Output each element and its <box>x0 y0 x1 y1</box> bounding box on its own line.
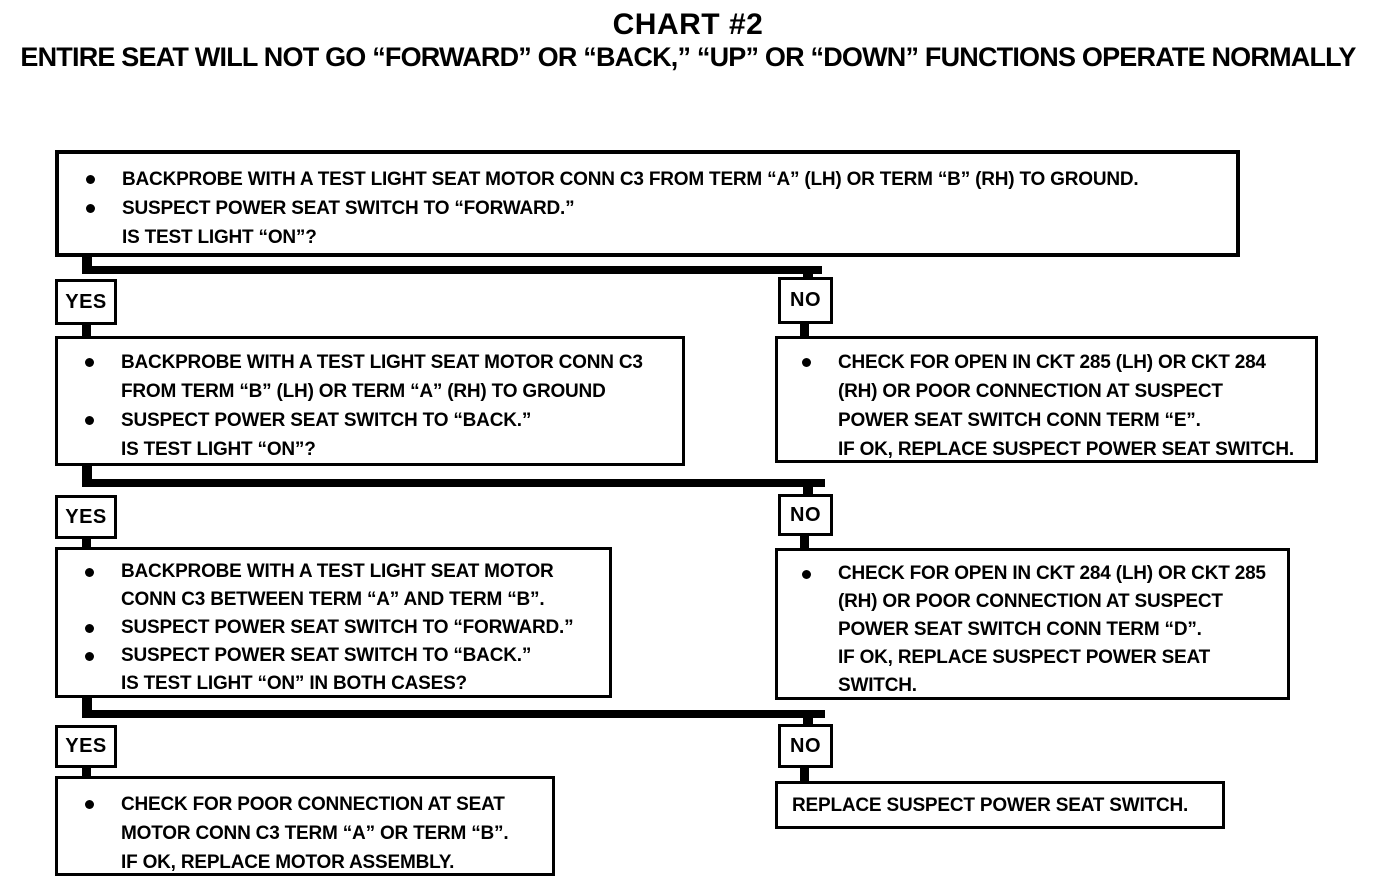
box-text-line: POWER SEAT SWITCH CONN TERM “D”. <box>838 619 1202 640</box>
no-3-down-stub <box>800 768 809 782</box>
chart-subtitle: ENTIRE SEAT WILL NOT GO “FORWARD” OR “BA… <box>20 42 1356 72</box>
box-text-line: IF OK, REPLACE SUSPECT POWER SEAT SWITCH… <box>838 439 1294 460</box>
connector-2-left-stub <box>82 464 92 483</box>
box-text-line: IF OK, REPLACE MOTOR ASSEMBLY. <box>121 852 455 873</box>
connector-1-left-stub <box>82 255 92 270</box>
bullet-item: SUSPECT POWER SEAT SWITCH TO “BACK.” IS … <box>85 642 601 698</box>
no-2-down-stub <box>800 536 809 550</box>
box-text-line: CHECK FOR OPEN IN CKT 284 (LH) OR CKT 28… <box>838 563 1266 584</box>
box-text-line: MOTOR CONN C3 TERM “A” OR TERM “B”. <box>121 823 509 844</box>
bullet-icon <box>85 652 94 661</box>
box-text-line: BACKPROBE WITH A TEST LIGHT SEAT MOTOR C… <box>121 352 643 373</box>
box-text-line: SUSPECT POWER SEAT SWITCH TO “BACK.” <box>121 645 532 666</box>
connector-2-right-stub <box>803 485 813 494</box>
no-text: NO <box>790 734 821 757</box>
box-text-line: IS TEST LIGHT “ON”? <box>121 439 316 460</box>
bullet-item: BACKPROBE WITH A TEST LIGHT SEAT MOTOR C… <box>85 558 601 614</box>
box-text-line: BACKPROBE WITH A TEST LIGHT SEAT MOTOR C… <box>122 169 1139 190</box>
bullet-item: CHECK FOR OPEN IN CKT 284 (LH) OR CKT 28… <box>802 560 1279 700</box>
bullet-icon <box>85 568 94 577</box>
box-text-line: CONN C3 BETWEEN TERM “A” AND TERM “B”. <box>121 589 545 610</box>
decision-box-1: BACKPROBE WITH A TEST LIGHT SEAT MOTOR C… <box>55 150 1240 257</box>
connector-3-bar <box>82 710 825 718</box>
connector-2-bar <box>82 479 825 487</box>
yes-label-3: YES <box>55 725 117 768</box>
bullet-icon <box>85 624 94 633</box>
no-label-1: NO <box>778 277 833 324</box>
yes-text: YES <box>65 290 107 313</box>
bullet-icon <box>85 416 94 425</box>
bullet-item: BACKPROBE WITH A TEST LIGHT SEAT MOTOR C… <box>85 348 672 406</box>
connector-1-bar <box>82 266 822 274</box>
connector-3-left-stub <box>82 696 92 715</box>
yes-1-down-stub <box>82 325 91 337</box>
box-text-line: IF OK, REPLACE SUSPECT POWER SEAT <box>838 647 1211 668</box>
decision-box-2: BACKPROBE WITH A TEST LIGHT SEAT MOTOR C… <box>55 336 685 466</box>
bullet-icon <box>86 204 95 213</box>
box-text-line: FROM TERM “B” (LH) OR TERM “A” (RH) TO G… <box>121 381 606 402</box>
no-label-2: NO <box>778 494 833 536</box>
no-text: NO <box>790 289 821 311</box>
action-box-open-ckt-285: CHECK FOR OPEN IN CKT 285 (LH) OR CKT 28… <box>775 336 1318 463</box>
bullet-icon <box>85 358 94 367</box>
box-text-line: (RH) OR POOR CONNECTION AT SUSPECT <box>838 381 1223 402</box>
yes-text: YES <box>65 505 107 528</box>
bullet-item: SUSPECT POWER SEAT SWITCH TO “FORWARD.” … <box>86 194 1222 252</box>
box-text-line: SUSPECT POWER SEAT SWITCH TO “FORWARD.” <box>121 617 574 638</box>
no-text: NO <box>790 503 821 526</box>
box-text-line: POWER SEAT SWITCH CONN TERM “E”. <box>838 410 1201 431</box>
box-text-line: SUSPECT POWER SEAT SWITCH TO “BACK.” <box>121 410 532 431</box>
bullet-icon <box>802 570 811 579</box>
action-box-open-ckt-284: CHECK FOR OPEN IN CKT 284 (LH) OR CKT 28… <box>775 548 1290 700</box>
box-text-line: CHECK FOR OPEN IN CKT 285 (LH) OR CKT 28… <box>838 352 1266 373</box>
bullet-icon <box>86 175 95 184</box>
box-text-line: (RH) OR POOR CONNECTION AT SUSPECT <box>838 591 1223 612</box>
yes-label-2: YES <box>55 495 117 539</box>
box-text-line: REPLACE SUSPECT POWER SEAT SWITCH. <box>792 794 1189 816</box>
connector-3-right-stub <box>803 716 813 725</box>
no-label-3: NO <box>778 724 833 768</box>
action-box-replace-switch: REPLACE SUSPECT POWER SEAT SWITCH. <box>775 781 1225 829</box>
box-text-line: CHECK FOR POOR CONNECTION AT SEAT <box>121 794 505 815</box>
bullet-icon <box>802 358 811 367</box>
no-1-down-stub <box>800 324 809 337</box>
bullet-item: CHECK FOR POOR CONNECTION AT SEAT MOTOR … <box>85 790 544 877</box>
bullet-item: SUSPECT POWER SEAT SWITCH TO “FORWARD.” <box>85 614 601 642</box>
bullet-item: SUSPECT POWER SEAT SWITCH TO “BACK.” IS … <box>85 406 672 464</box>
box-text-line: BACKPROBE WITH A TEST LIGHT SEAT MOTOR <box>121 561 554 582</box>
yes-3-down-stub <box>82 768 91 777</box>
bullet-icon <box>85 800 94 809</box>
box-text-line: SWITCH. <box>838 675 917 696</box>
box-text-line: IS TEST LIGHT “ON” IN BOTH CASES? <box>121 673 467 694</box>
box-text-line: IS TEST LIGHT “ON”? <box>122 227 317 248</box>
yes-2-down-stub <box>82 539 91 549</box>
chart-title: CHART #2 <box>612 8 764 41</box>
connector-1-right-stub <box>803 272 813 280</box>
decision-box-3: BACKPROBE WITH A TEST LIGHT SEAT MOTOR C… <box>55 547 612 698</box>
bullet-item: CHECK FOR OPEN IN CKT 285 (LH) OR CKT 28… <box>802 348 1307 464</box>
action-box-poor-connection: CHECK FOR POOR CONNECTION AT SEAT MOTOR … <box>55 776 555 876</box>
yes-text: YES <box>65 735 107 757</box>
bullet-item: BACKPROBE WITH A TEST LIGHT SEAT MOTOR C… <box>86 165 1222 194</box>
box-text-line: SUSPECT POWER SEAT SWITCH TO “FORWARD.” <box>122 198 575 219</box>
yes-label-1: YES <box>55 279 117 325</box>
